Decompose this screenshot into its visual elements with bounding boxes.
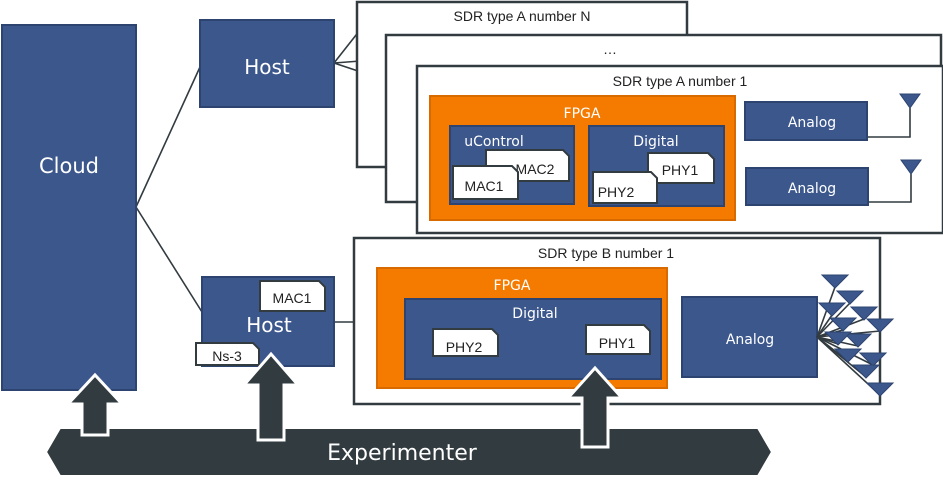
svg-text:Analog: Analog [788,181,836,197]
phy1-module: PHY1 [585,324,651,355]
arrow-to-host-icon [240,351,302,442]
phy1-module: PHY1 [647,152,715,184]
antenna-icon [828,317,858,332]
sdr-a-fpga: FPGA uControl MAC2 MAC1 Digital PHY [429,95,736,221]
antenna-icon [900,159,922,175]
cloud-host-bottom-link [135,206,203,313]
svg-text:MAC1: MAC1 [465,178,504,194]
antenna-icon [817,302,847,317]
sdr-a-mid-title: … [603,41,617,57]
arrow-to-fpga-icon [564,365,626,449]
antenna-icon [899,93,921,109]
svg-text:Analog: Analog [788,115,836,131]
antenna-icon [858,352,888,367]
svg-text:PHY2: PHY2 [598,184,635,200]
arrow-to-cloud-icon [64,372,126,437]
antenna-icon [849,306,879,321]
sdr-b-fpga: FPGA Digital PHY2 PHY1 [376,267,668,389]
sdr-a-n-title: SDR type A number N [454,8,591,24]
host-top-block: Host [199,19,335,108]
sdr-a-1-title: SDR type A number 1 [613,73,748,89]
cloud-host-top-link [135,66,201,208]
digital-block: Digital PHY1 PHY2 [588,125,725,207]
antenna-wire [816,286,836,338]
antenna-icon [835,290,865,305]
analog-block-1: Analog [744,93,921,141]
antenna-icon [865,382,895,397]
host-top-label: Host [244,55,290,79]
host-bottom-block: Host MAC1 Ns-3 [195,276,335,367]
antenna-icon [851,364,881,379]
digital-label: Digital [633,134,678,150]
cloud-label: Cloud [39,154,99,178]
svg-text:MAC2: MAC2 [516,161,555,177]
antenna-icon [865,318,895,333]
svg-text:PHY1: PHY1 [662,162,699,178]
mac1-module: MAC1 [452,165,519,200]
experimenter-label: Experimenter [327,441,478,466]
cloud-block: Cloud [1,24,137,391]
phy2-module: PHY2 [432,328,499,357]
analog-block-2: Analog [745,159,922,206]
digital-block: Digital PHY2 PHY1 [404,298,662,380]
antenna-icon [843,333,873,348]
antenna-wire [816,314,833,338]
mac1-module: MAC1 [259,280,326,312]
antenna-wire [868,108,911,138]
svg-text:Analog: Analog [726,332,774,348]
host-sdr-n-link [333,29,361,64]
sdr-b-1-title: SDR type B number 1 [538,245,674,261]
antenna-icon [823,331,853,346]
antenna-icon [833,348,863,363]
antenna-icon [820,274,850,289]
svg-text:Ns-3: Ns-3 [212,348,242,364]
ns3-module: Ns-3 [195,342,260,366]
antenna-wire [869,174,912,203]
sdr-a-number-1: SDR type A number 1 FPGA uControl MAC2 M… [415,64,943,235]
svg-text:PHY2: PHY2 [446,339,483,355]
fpga-label: FPGA [564,106,601,122]
sdr-b-number-1: SDR type B number 1 FPGA Digital PHY2 PH… [352,236,895,406]
ucontrol-block: uControl MAC2 MAC1 [449,125,575,205]
experimenter-bar: Experimenter [44,427,774,477]
svg-text:PHY1: PHY1 [599,335,636,351]
ucontrol-label: uControl [464,134,523,150]
svg-text:MAC1: MAC1 [273,290,312,306]
analog-block-b: Analog [681,296,818,378]
phy2-module: PHY2 [592,171,658,204]
fpga-label: FPGA [494,278,531,294]
host-bottom-label: Host [246,313,292,337]
antenna-array [816,274,895,397]
digital-label: Digital [512,306,557,322]
